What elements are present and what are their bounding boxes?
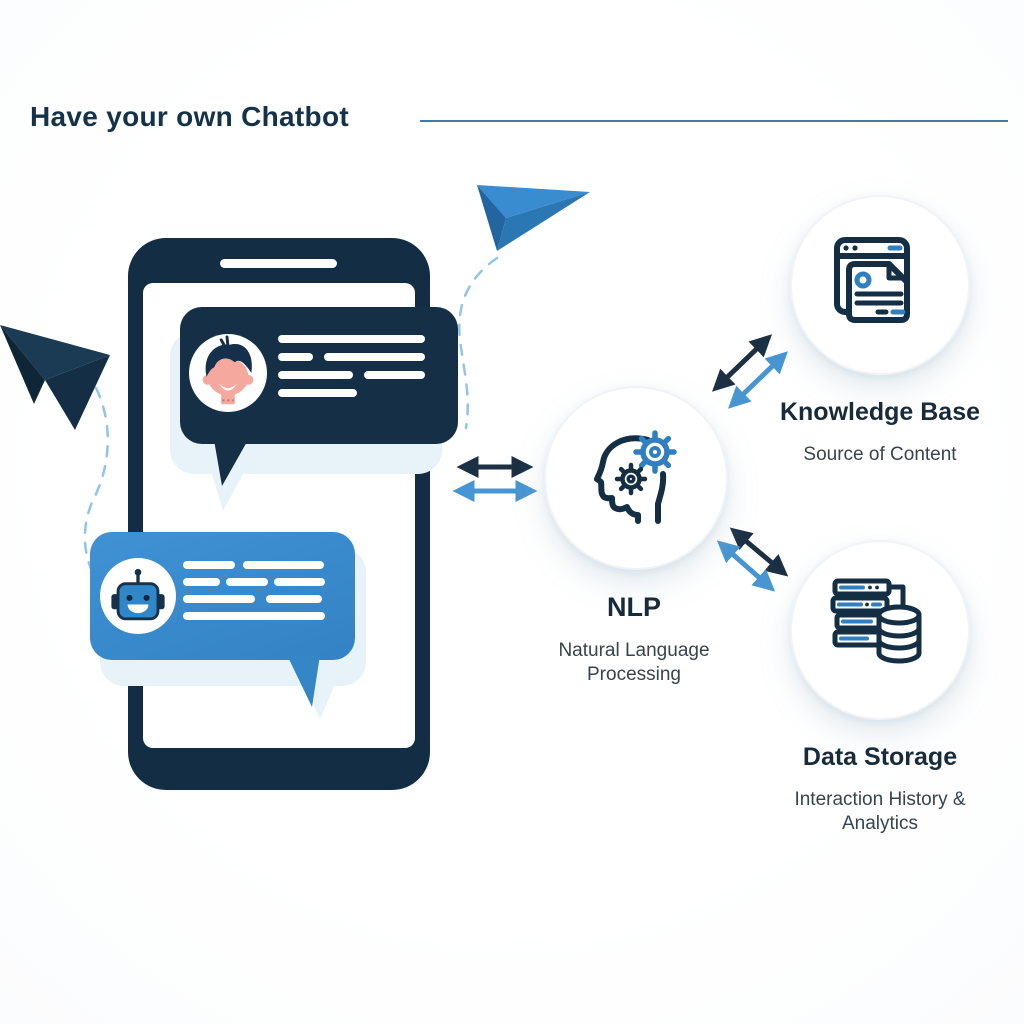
data-storage-subtitle: Interaction History & Analytics: [794, 789, 966, 834]
robot-avatar-icon: [111, 568, 165, 621]
browser-document-icon: [834, 237, 910, 323]
user-chat-bubble-tail: [214, 440, 248, 486]
dashed-trail-top: [458, 256, 499, 430]
bidirectional-arrow-blue: [716, 540, 776, 592]
paper-plane-icon: [477, 185, 590, 251]
knowledge-base-label: Knowledge Base Source of Content: [740, 398, 1020, 467]
user-avatar-icon: [202, 335, 254, 405]
nlp-title: NLP: [607, 592, 661, 622]
phone-speaker-bar: [220, 259, 337, 268]
bidirectional-arrow-blue: [728, 351, 788, 409]
nlp-node-circle: [544, 386, 728, 570]
head-with-gears-icon: [594, 430, 677, 524]
server-database-icon: [830, 578, 922, 664]
bidirectional-arrow-dark: [729, 527, 789, 577]
data-storage-title: Data Storage: [802, 743, 958, 771]
nlp-label: NLP Natural Language Processing: [514, 592, 754, 687]
bot-chat-bubble-tail: [287, 655, 320, 707]
user-avatar: [189, 334, 267, 412]
user-chat-text-lines: [278, 335, 425, 397]
dashed-trail-left: [83, 386, 110, 590]
page-title: Have your own Chatbot: [30, 101, 349, 132]
nlp-subtitle: Natural Language Processing: [558, 640, 710, 685]
title-divider-line: [420, 120, 1008, 122]
bot-avatar: [100, 558, 176, 634]
bot-chat-text-lines: [183, 561, 325, 620]
knowledge-base-subtitle: Source of Content: [803, 444, 957, 465]
knowledge-base-title: Knowledge Base: [779, 398, 981, 426]
data-storage-label: Data Storage Interaction History & Analy…: [740, 743, 1020, 836]
paper-plane-icon: [0, 325, 110, 430]
chat-bubble-echo-tail: [210, 467, 247, 511]
